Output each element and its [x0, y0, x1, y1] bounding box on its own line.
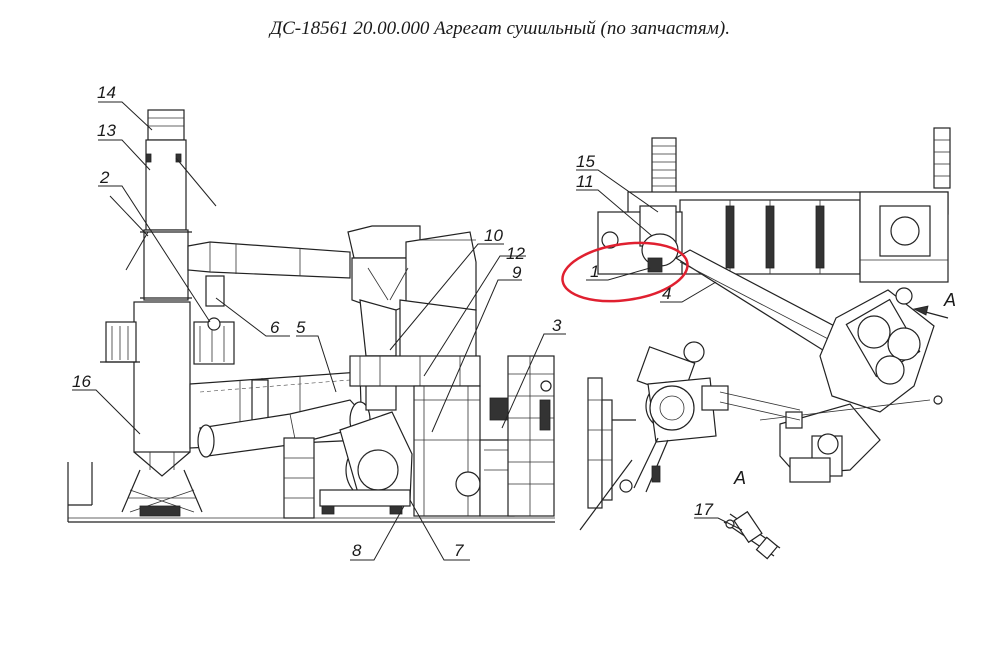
callout-1: 1 — [590, 262, 599, 281]
drawing-title: ДС-18561 20.00.000 Агрегат сушильный (по… — [268, 18, 730, 39]
plan-view: А — [561, 127, 956, 531]
callout-9: 9 — [512, 263, 522, 282]
callout-15: 15 — [576, 152, 595, 171]
detail-a-label: А — [733, 468, 746, 488]
callout-6: 6 — [270, 318, 280, 337]
callout-12: 12 — [506, 244, 525, 263]
callout-5: 5 — [296, 318, 306, 337]
callout-labels: 14 13 2 6 5 16 10 12 9 3 8 7 15 11 1 4 1… — [72, 83, 713, 560]
callout-16: 16 — [72, 372, 91, 391]
main-side-view — [67, 109, 555, 523]
callout-10: 10 — [484, 226, 503, 245]
leader-lines — [72, 101, 743, 561]
callout-2: 2 — [99, 168, 110, 187]
callout-7: 7 — [454, 541, 464, 560]
callout-3: 3 — [552, 316, 562, 335]
callout-13: 13 — [97, 121, 116, 140]
view-a-arrow-label: А — [943, 290, 956, 310]
callout-4: 4 — [662, 284, 671, 303]
highlight-ellipse — [561, 241, 689, 303]
callout-14: 14 — [97, 83, 116, 102]
callout-8: 8 — [352, 541, 362, 560]
detail-view-a: А — [723, 468, 781, 560]
callout-17: 17 — [694, 500, 713, 519]
callout-11: 11 — [576, 172, 594, 191]
